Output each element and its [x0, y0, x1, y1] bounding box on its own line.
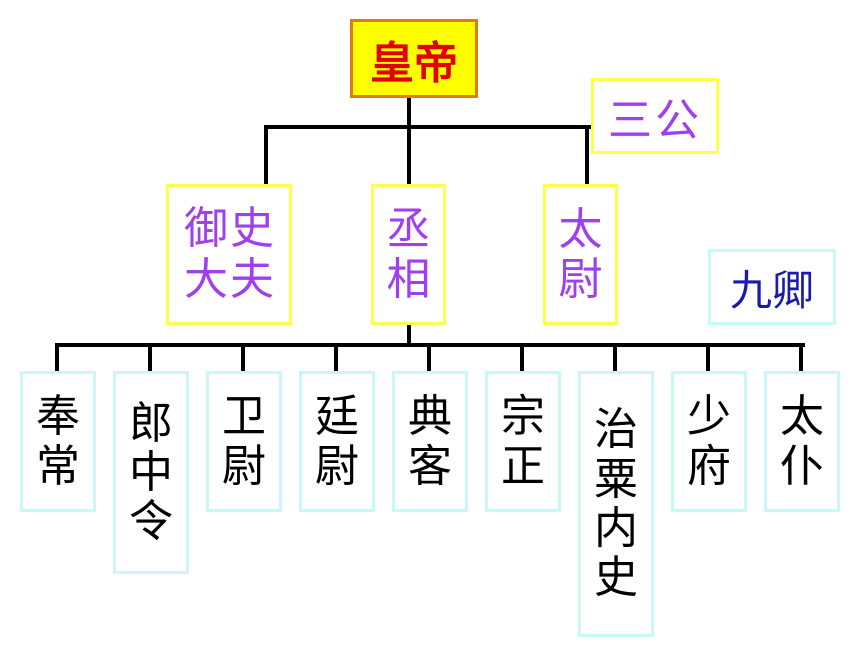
connector-minister-drop: [55, 343, 59, 371]
connector-taiwei-drop: [585, 125, 589, 184]
minister-char: 治: [594, 404, 638, 456]
taiwei-char: 太: [558, 204, 603, 256]
minister-char: 史: [594, 552, 638, 604]
yushi-dafu-char: 大: [184, 253, 228, 305]
jiu-qing-label-box: 九卿: [708, 249, 836, 325]
minister-char: 太: [780, 391, 824, 443]
minister-char: 郎: [129, 397, 173, 449]
minister-char: 令: [129, 496, 173, 548]
minister-char: 尉: [222, 440, 266, 492]
minister-text: 卫 尉: [222, 392, 266, 491]
minister-box: 少 府: [671, 371, 747, 512]
taiwei-box: 太 尉: [543, 184, 618, 325]
connector-minister-drop: [334, 343, 338, 371]
minister-char: 宗: [501, 391, 545, 443]
connector-emperor-down: [407, 97, 411, 184]
chengxiang-char: 丞: [386, 204, 431, 256]
minister-char: 廷: [315, 391, 359, 443]
minister-box: 廷 尉: [299, 371, 375, 512]
minister-char: 仆: [780, 440, 824, 492]
taiwei-text: 太 尉: [559, 205, 603, 304]
minister-box: 治 粟 内 史: [578, 371, 654, 637]
chengxiang-box: 丞 相: [371, 184, 446, 325]
minister-char: 府: [687, 440, 731, 492]
minister-text: 郎 中 令: [129, 397, 173, 548]
minister-char: 客: [408, 440, 452, 492]
minister-text: 典 客: [408, 392, 452, 491]
yushi-dafu-char: 夫: [230, 253, 274, 305]
connector-minister-drop: [706, 343, 710, 371]
connector-minister-drop: [427, 343, 431, 371]
minister-char: 内: [594, 503, 638, 554]
taiwei-char: 尉: [558, 253, 603, 305]
san-gong-label: 三公: [608, 95, 702, 146]
yushi-dafu-box: 御 史 大 夫: [166, 184, 292, 325]
minister-box: 太 仆: [764, 371, 840, 512]
connector-minister-drop: [613, 343, 617, 371]
connector-yushi-drop: [264, 125, 268, 184]
connector-san-gong-bar: [264, 125, 594, 129]
yushi-dafu-text: 御 史 大 夫: [184, 203, 274, 305]
minister-char: 常: [36, 440, 80, 492]
chengxiang-char: 相: [386, 253, 431, 305]
jiu-qing-label: 九卿: [729, 265, 814, 315]
connector-chengxiang-down: [407, 324, 411, 346]
minister-char: 少: [687, 391, 731, 443]
connector-minister-drop: [520, 343, 524, 371]
minister-char: 中: [129, 446, 173, 498]
minister-char: 正: [501, 440, 545, 492]
san-gong-label-box: 三公: [591, 78, 719, 154]
minister-text: 奉 常: [36, 392, 80, 491]
minister-text: 宗 正: [501, 392, 545, 491]
connector-minister-drop: [799, 343, 803, 371]
yushi-dafu-char: 御: [184, 203, 228, 255]
minister-box: 奉 常: [20, 371, 96, 512]
minister-text: 太 仆: [780, 392, 824, 491]
minister-char: 卫: [222, 391, 266, 443]
minister-box: 卫 尉: [206, 371, 282, 512]
minister-text: 少 府: [687, 392, 731, 491]
minister-text: 治 粟 内 史: [594, 405, 638, 602]
minister-box: 郎 中 令: [113, 371, 189, 574]
connector-minister-drop: [148, 343, 152, 371]
minister-text: 廷 尉: [315, 392, 359, 491]
minister-char: 尉: [315, 440, 359, 492]
minister-char: 奉: [36, 391, 80, 443]
minister-box: 典 客: [392, 371, 468, 512]
emperor-box: 皇帝: [350, 19, 478, 98]
yushi-dafu-char: 史: [230, 203, 274, 255]
emperor-label: 皇帝: [370, 37, 458, 89]
chengxiang-text: 丞 相: [387, 205, 431, 304]
minister-box: 宗 正: [485, 371, 561, 512]
connector-minister-drop: [241, 343, 245, 371]
minister-char: 粟: [594, 453, 638, 505]
minister-char: 典: [408, 391, 452, 443]
